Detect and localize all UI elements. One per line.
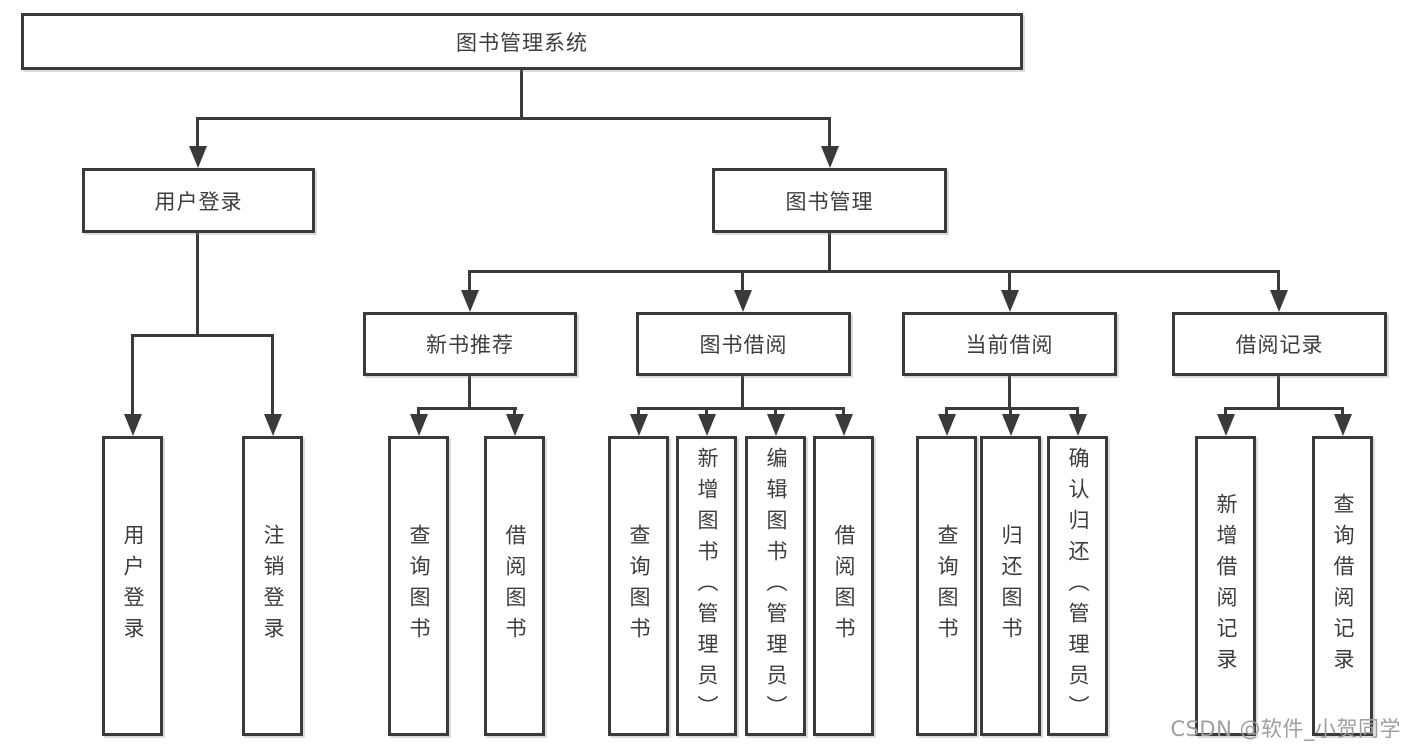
- node-label: 注销登录: [261, 524, 286, 648]
- connector-arrow: [834, 407, 853, 436]
- node-label: 查询借阅记录: [1331, 493, 1356, 679]
- node-recommend-borrow-books: 借阅图书: [484, 436, 545, 736]
- node-label: 图书借阅: [699, 333, 788, 357]
- connector-stem: [828, 233, 831, 273]
- connector-stem: [1277, 376, 1280, 410]
- node-logout-action: 注销登录: [242, 436, 303, 736]
- node-current-borrow: 当前借阅: [902, 312, 1117, 376]
- node-label: 借阅记录: [1235, 333, 1324, 357]
- connector-arrow: [1068, 407, 1087, 436]
- connector-arrow: [188, 117, 207, 168]
- connector-branch-line: [131, 334, 274, 337]
- node-book-management-system: 图书管理系统: [21, 13, 1023, 70]
- node-borrow-records: 借阅记录: [1172, 312, 1387, 376]
- node-current-confirm-return-admin: 确认归还（管理员）: [1047, 436, 1108, 736]
- node-label: 用户登录: [121, 524, 146, 648]
- node-user-login-action: 用户登录: [102, 436, 163, 736]
- node-label: 查询图书: [935, 524, 960, 648]
- node-label: 编辑图书（管理员）: [764, 446, 789, 726]
- connector-arrow: [505, 407, 524, 436]
- node-current-query-books: 查询图书: [916, 436, 977, 736]
- connector-branch-line: [1224, 407, 1343, 410]
- connector-branch-line: [196, 117, 831, 120]
- connector-arrow: [820, 117, 839, 168]
- node-label: 新书推荐: [426, 333, 514, 357]
- connector-stem: [741, 376, 744, 410]
- connector-branch-line: [637, 407, 845, 410]
- connector-arrow: [1269, 270, 1288, 312]
- csdn-watermark: CSDN @软件_小贺同学: [1170, 717, 1401, 741]
- connector-stem: [520, 70, 523, 120]
- connector-arrow: [460, 270, 479, 312]
- node-records-query-record: 查询借阅记录: [1312, 436, 1373, 736]
- node-label: 新增借阅记录: [1214, 493, 1239, 679]
- node-records-add-record: 新增借阅记录: [1195, 436, 1256, 736]
- connector-arrow: [733, 270, 752, 312]
- node-label: 图书管理: [785, 189, 874, 214]
- node-label: 查询图书: [627, 524, 652, 648]
- node-user-login: 用户登录: [82, 168, 315, 233]
- connector-arrow: [1001, 407, 1020, 436]
- node-label: 图书管理系统: [456, 30, 588, 55]
- node-recommend-query-books: 查询图书: [388, 436, 449, 736]
- node-label: 用户登录: [154, 189, 243, 214]
- node-book-management: 图书管理: [712, 168, 947, 233]
- node-new-book-recommend: 新书推荐: [363, 312, 577, 376]
- connector-arrow: [123, 334, 142, 436]
- node-current-return-books: 归还图书: [980, 436, 1041, 736]
- connector-stem: [1008, 376, 1011, 410]
- node-label: 借阅图书: [832, 524, 857, 648]
- connector-arrow: [409, 407, 428, 436]
- node-label: 归还图书: [999, 524, 1024, 648]
- connector-stem: [196, 233, 199, 336]
- connector-arrow: [263, 334, 282, 436]
- node-borrow-edit-books-admin: 编辑图书（管理员）: [745, 436, 806, 736]
- node-borrow-add-books-admin: 新增图书（管理员）: [676, 436, 737, 736]
- connector-arrow: [1000, 270, 1019, 312]
- connector-arrow: [766, 407, 785, 436]
- connector-arrow: [629, 407, 648, 436]
- node-borrow-query-books: 查询图书: [608, 436, 669, 736]
- connector-stem: [468, 376, 471, 410]
- connector-arrow: [1333, 407, 1352, 436]
- node-label: 查询图书: [407, 524, 432, 648]
- node-book-borrow: 图书借阅: [636, 312, 851, 376]
- connector-branch-line: [945, 407, 1079, 410]
- connector-arrow: [937, 407, 956, 436]
- node-borrow-borrow-books: 借阅图书: [813, 436, 874, 736]
- node-label: 借阅图书: [503, 524, 528, 648]
- connector-branch-line: [417, 407, 517, 410]
- connector-branch-line: [468, 270, 1280, 273]
- node-label: 新增图书（管理员）: [695, 446, 720, 726]
- node-label: 当前借阅: [965, 333, 1054, 357]
- connector-arrow: [697, 407, 716, 436]
- node-label: 确认归还（管理员）: [1066, 446, 1091, 726]
- connector-arrow: [1216, 407, 1235, 436]
